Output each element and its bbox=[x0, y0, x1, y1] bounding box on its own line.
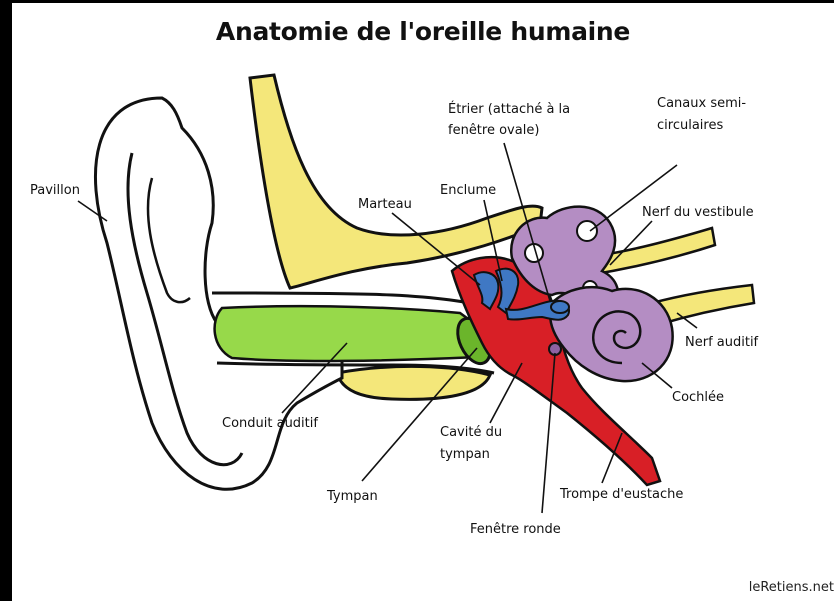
label-enclume: Enclume bbox=[440, 181, 496, 200]
label-cavite-line1: Cavité du bbox=[440, 423, 502, 442]
label-etrier-line2: fenêtre ovale) bbox=[448, 121, 539, 140]
oval-window bbox=[551, 301, 569, 313]
label-cavite-line2: tympan bbox=[440, 445, 490, 464]
auditory-canal bbox=[215, 306, 482, 361]
label-nerf-auditif: Nerf auditif bbox=[685, 333, 758, 352]
label-marteau: Marteau bbox=[358, 195, 412, 214]
label-canaux-line1: Canaux semi- bbox=[657, 94, 746, 113]
label-trompe: Trompe d'eustache bbox=[560, 485, 683, 504]
label-tympan: Tympan bbox=[327, 487, 378, 506]
diagram-canvas: Anatomie de l'oreille humaine bbox=[12, 3, 834, 601]
label-etrier-line1: Étrier (attaché à la bbox=[448, 100, 570, 119]
canal-loop-2 bbox=[577, 221, 597, 241]
label-conduit: Conduit auditif bbox=[222, 414, 318, 433]
watermark: leRetiens.net bbox=[749, 580, 834, 595]
label-cochlee: Cochlée bbox=[672, 388, 724, 407]
label-fenetre-ronde: Fenêtre ronde bbox=[470, 520, 561, 539]
label-nerf-vestibule: Nerf du vestibule bbox=[642, 203, 754, 222]
label-canaux-line2: circulaires bbox=[657, 116, 723, 135]
label-pavillon: Pavillon bbox=[30, 181, 80, 200]
ear-illustration bbox=[12, 3, 834, 601]
lower-bone bbox=[337, 366, 490, 399]
